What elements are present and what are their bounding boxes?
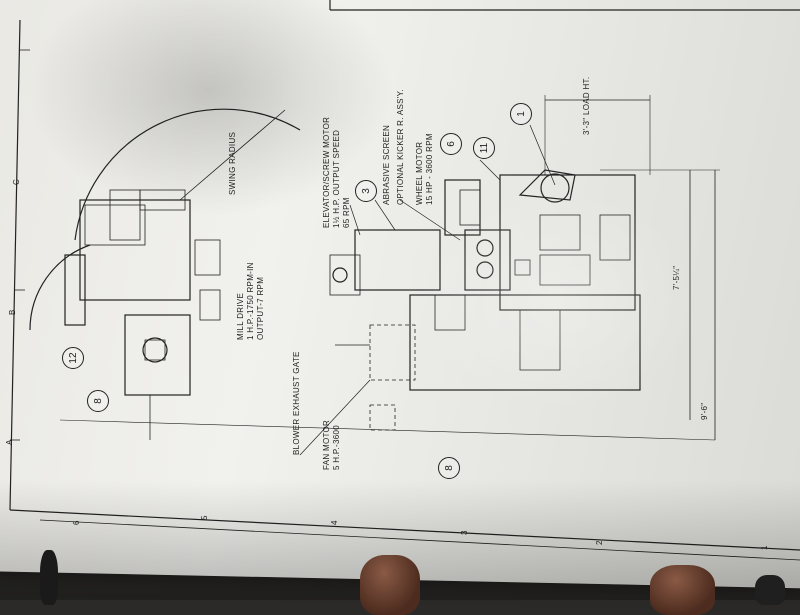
lower-frame (409, 294, 641, 391)
wheel-hp-label: 15 HP - 3600 RPM (425, 133, 434, 205)
wheel-housing (499, 174, 636, 311)
blower-gate-label: BLOWER EXHAUST GATE (292, 351, 301, 455)
grid-letter-c: C (12, 178, 21, 185)
grid-number-4: 4 (330, 520, 339, 525)
sheet-border-bottom-inner (39, 519, 800, 561)
swing-radius-line (179, 109, 286, 201)
sheet-border-bottom (9, 509, 800, 551)
swing-radius-arc (74, 108, 301, 241)
wheel-motor (444, 179, 481, 236)
grid-letter-b: B (8, 309, 17, 315)
grid-number-2: 2 (595, 540, 604, 545)
wheel-motor-label: WHEEL MOTOR (415, 141, 424, 205)
clip-left (40, 550, 58, 605)
wheel-circle (540, 173, 570, 203)
grid-number-1: 1 (760, 545, 769, 550)
length-dim-label: 9'-6" (700, 402, 709, 420)
grid-letter-a: A (5, 439, 14, 445)
balloon-3: 3 (355, 180, 377, 202)
small-arc (29, 244, 91, 331)
finger-right (650, 565, 715, 615)
fan-motor-label: FAN MOTOR (322, 419, 331, 470)
mill-hp-label: 1 H.P.-1750 RPM-IN (246, 262, 255, 340)
elevator-rpm-label: 65 RPM (342, 197, 351, 228)
mill-body (79, 199, 191, 301)
kicker-label: OPTIONAL KICKER R. ASS'Y. (396, 89, 405, 205)
grid-number-6: 6 (72, 520, 81, 525)
balloon-11: 11 (473, 137, 495, 159)
balloon-1: 1 (510, 103, 532, 125)
elevator-hp-label: 1½ H.P. OUTPUT SPEED (332, 129, 341, 228)
elevator-housing (354, 229, 441, 291)
kicker-assembly (464, 229, 511, 291)
sheet-border-left (9, 19, 21, 511)
grid-number-5: 5 (200, 515, 209, 520)
clip-right (755, 575, 785, 605)
mill-output-label: OUTPUT-7 RPM (256, 276, 265, 340)
grid-number-3: 3 (460, 530, 469, 535)
load-ht-label: 3'-3" LOAD HT. (582, 76, 591, 135)
balloon-8b: 8 (438, 457, 460, 479)
mill-drive-label: MILL DRIVE (236, 292, 245, 340)
abrasive-screen-label: ABRASIVE SCREEN (382, 124, 391, 205)
balloon-6: 6 (440, 133, 462, 155)
mill-end (64, 254, 86, 326)
fan-hp-label: 5 H.P.-3600 (332, 425, 341, 470)
mill-drive-box (124, 314, 191, 396)
height-dim-label: 7'-5¼" (672, 265, 681, 290)
swing-radius-label: SWING RADIUS (228, 131, 237, 195)
finger-left (360, 555, 420, 615)
technical-drawing (0, 0, 800, 600)
balloon-12: 12 (62, 347, 84, 369)
elevator-motor-label: ELEVATOR/SCREW MOTOR (322, 116, 331, 228)
balloon-8a: 8 (87, 390, 109, 412)
